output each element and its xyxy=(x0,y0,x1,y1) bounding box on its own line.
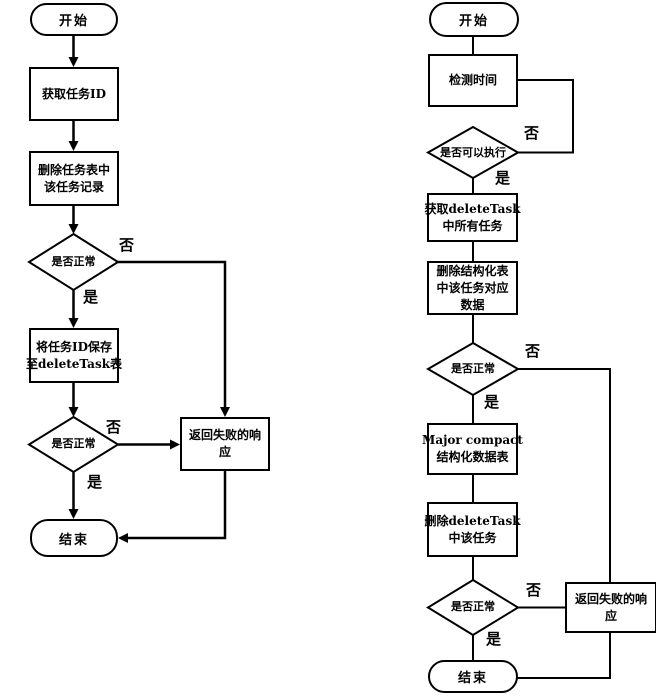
node-text-line: 应 xyxy=(604,608,617,623)
left-step-save-task-id: 将任务ID保存 至deleteTask表 xyxy=(25,328,123,383)
left-check2-yes-label: 是 xyxy=(87,473,103,491)
node-text-line: 返回失败的响 xyxy=(188,428,261,442)
node-text-line: 将任务ID保存 xyxy=(35,339,113,354)
right-start-node: 开始 xyxy=(429,2,519,37)
node-text-line: 获取deleteTask xyxy=(424,201,521,216)
node-text-line: 至deleteTask表 xyxy=(25,356,123,371)
left-step-get-task-id: 获取任务ID xyxy=(29,67,119,121)
left-step-delete-record: 删除任务表中 该任务记录 xyxy=(29,151,119,206)
left-end-node: 结束 xyxy=(30,519,118,557)
left-check2-no-label: 否 xyxy=(106,418,122,436)
node-text-line: 删除deleteTask xyxy=(424,513,521,528)
right-step-delete-structured: 删除结构化表 中该任务对应 数据 xyxy=(427,261,518,315)
arrowhead-down-icon xyxy=(68,141,79,151)
right-decision-check2-label: 是否正常 xyxy=(451,600,495,613)
left-check1-yes-label: 是 xyxy=(83,288,99,306)
node-text-line: 结构化数据表 xyxy=(436,450,509,464)
edge-right-fail-to-end xyxy=(517,633,611,679)
arrowhead-down-icon xyxy=(68,407,79,417)
right-decision-check1-label: 是否正常 xyxy=(451,362,495,375)
right-step-get-all-tasks: 获取deleteTask 中所有任务 xyxy=(424,193,521,242)
node-text-line: 删除结构化表 xyxy=(436,263,509,278)
left-check1-no-label: 否 xyxy=(119,236,135,254)
node-text-line: 中所有任务 xyxy=(442,218,503,233)
right-step-check-time: 检测时间 xyxy=(428,54,518,107)
node-text-line: 该任务记录 xyxy=(43,179,104,194)
left-end-label: 结束 xyxy=(58,532,89,548)
left-decision-check1-shape xyxy=(27,232,120,292)
right-check1-no-label: 否 xyxy=(525,342,541,360)
node-text-line: 获取任务ID xyxy=(41,86,107,101)
right-decision-check2-shape xyxy=(426,578,520,637)
node-text-line: 应 xyxy=(218,445,231,459)
left-step-fail-response: 返回失败的响 应 xyxy=(180,417,270,471)
edge-left-fail-to-end xyxy=(127,471,227,540)
right-check1-yes-label: 是 xyxy=(484,393,500,411)
right-decision-can-execute-shape xyxy=(425,125,521,180)
node-text-line: 中该任务对应 xyxy=(436,280,509,295)
right-start-label: 开始 xyxy=(458,14,489,29)
node-text-line: 数据 xyxy=(460,297,485,312)
node-text-line: 返回失败的响 xyxy=(574,591,647,606)
right-step-delete-task: 删除deleteTask 中该任务 xyxy=(424,502,521,557)
left-decision-check2-label: 是否正常 xyxy=(51,437,96,450)
edge-right-canexec-no-loop xyxy=(518,79,574,154)
arrowhead-left-icon xyxy=(118,533,128,543)
right-check2-no-label: 否 xyxy=(526,581,542,599)
left-start-node: 开始 xyxy=(30,3,118,36)
right-step-major-compact: Major compact 结构化数据表 xyxy=(422,423,523,475)
right-chart-connectors xyxy=(472,37,611,679)
left-start-label: 开始 xyxy=(58,14,89,29)
right-step-fail-response: 返回失败的响 应 xyxy=(565,582,656,633)
left-decision-check1-label: 是否正常 xyxy=(51,255,96,268)
arrowhead-right-icon xyxy=(170,439,180,450)
arrowhead-down-icon xyxy=(68,318,79,328)
arrowhead-down-icon xyxy=(68,57,79,67)
right-can-execute-yes-label: 是 xyxy=(495,169,511,187)
right-decision-check1-shape xyxy=(426,341,520,397)
left-chart-arrowheads xyxy=(68,57,230,543)
arrowhead-down-icon xyxy=(220,407,230,417)
arrowhead-down-icon xyxy=(68,509,79,519)
edge-right-check1-no xyxy=(518,368,611,582)
node-text-line: 检测时间 xyxy=(448,73,497,87)
right-check2-yes-label: 是 xyxy=(486,630,502,648)
node-text-line: 删除任务表中 xyxy=(37,162,110,177)
right-can-execute-no-label: 否 xyxy=(524,124,540,142)
right-decision-can-execute-label: 是否可以执行 xyxy=(440,146,506,159)
right-end-label: 结束 xyxy=(457,671,488,686)
node-text-line: 中该任务 xyxy=(448,530,497,545)
right-end-node: 结束 xyxy=(428,660,518,693)
arrowhead-down-icon xyxy=(68,224,79,234)
node-text-line: Major compact xyxy=(422,433,523,447)
left-decision-check2-shape xyxy=(27,415,120,474)
edge-left-check1-no xyxy=(118,260,227,408)
left-chart-connectors xyxy=(72,36,227,540)
decision-diamonds xyxy=(27,125,521,637)
